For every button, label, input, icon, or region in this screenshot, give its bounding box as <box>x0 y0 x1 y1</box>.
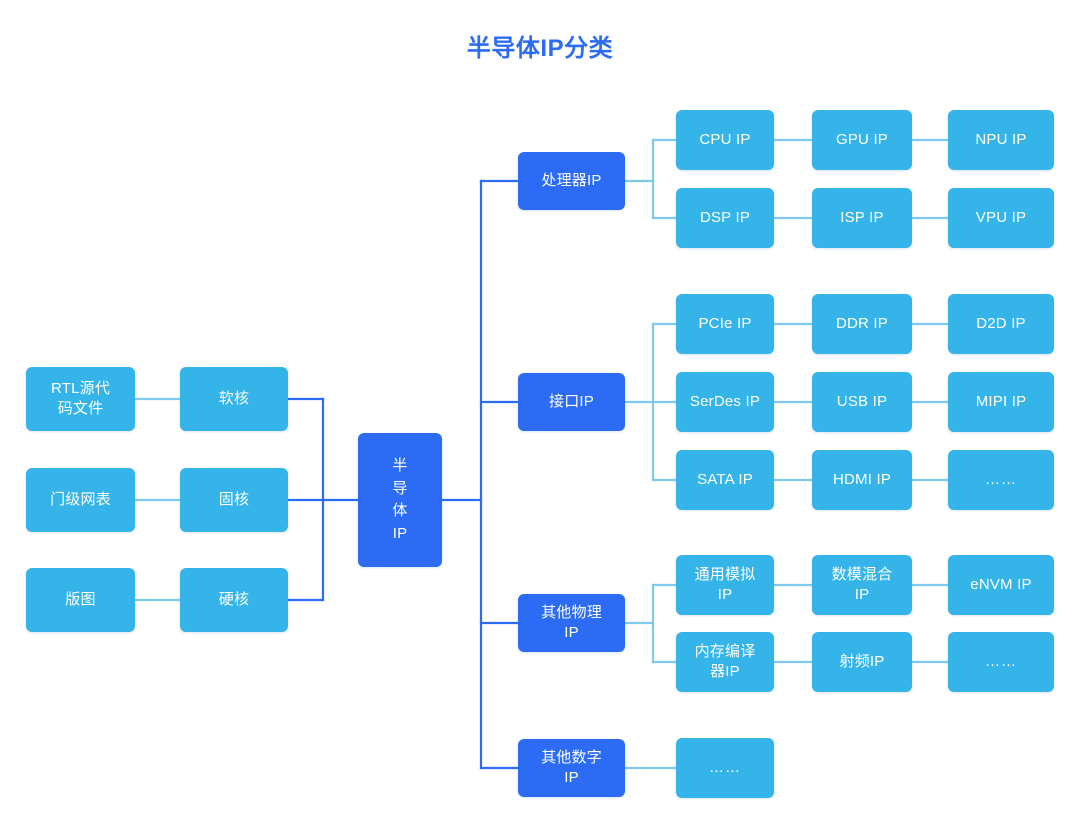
leaf-node-ddr-ip[interactable]: DDR IP <box>812 294 912 354</box>
source-node-rtl[interactable]: RTL源代 码文件 <box>26 367 135 431</box>
leaf-node-envm-ip[interactable]: eNVM IP <box>948 555 1054 615</box>
leaf-node-sata-ip[interactable]: SATA IP <box>676 450 774 510</box>
leaf-node-vpu-ip[interactable]: VPU IP <box>948 188 1054 248</box>
category-node-interface-ip[interactable]: 接口IP <box>518 373 625 431</box>
leaf-node-hdmi-ip[interactable]: HDMI IP <box>812 450 912 510</box>
leaf-node-npu-ip[interactable]: NPU IP <box>948 110 1054 170</box>
leaf-node-mipi-ip[interactable]: MIPI IP <box>948 372 1054 432</box>
leaf-node-interface-more[interactable]: …… <box>948 450 1054 510</box>
source-node-layout[interactable]: 版图 <box>26 568 135 632</box>
leaf-node-dsp-ip[interactable]: DSP IP <box>676 188 774 248</box>
leaf-node-mixed-signal-ip[interactable]: 数模混合 IP <box>812 555 912 615</box>
leaf-node-general-analog-ip[interactable]: 通用模拟 IP <box>676 555 774 615</box>
leaf-node-d2d-ip[interactable]: D2D IP <box>948 294 1054 354</box>
leaf-node-rf-ip[interactable]: 射频IP <box>812 632 912 692</box>
leaf-node-digital-more[interactable]: …… <box>676 738 774 798</box>
leaf-node-physical-more[interactable]: …… <box>948 632 1054 692</box>
category-node-processor-ip[interactable]: 处理器IP <box>518 152 625 210</box>
source-node-netlist[interactable]: 门级网表 <box>26 468 135 532</box>
leaf-node-memory-compiler-ip[interactable]: 内存编译 器IP <box>676 632 774 692</box>
category-node-other-digital-ip[interactable]: 其他数字 IP <box>518 739 625 797</box>
page-title: 半导体IP分类 <box>466 35 614 62</box>
leaf-node-serdes-ip[interactable]: SerDes IP <box>676 372 774 432</box>
leaf-node-isp-ip[interactable]: ISP IP <box>812 188 912 248</box>
leaf-node-pcie-ip[interactable]: PCIe IP <box>676 294 774 354</box>
core-node-hard[interactable]: 硬核 <box>180 568 288 632</box>
leaf-node-cpu-ip[interactable]: CPU IP <box>676 110 774 170</box>
core-node-firm[interactable]: 固核 <box>180 468 288 532</box>
leaf-node-gpu-ip[interactable]: GPU IP <box>812 110 912 170</box>
leaf-node-usb-ip[interactable]: USB IP <box>812 372 912 432</box>
core-node-soft[interactable]: 软核 <box>180 367 288 431</box>
category-node-other-physical-ip[interactable]: 其他物理 IP <box>518 594 625 652</box>
root-node-semiconductor-ip[interactable]: 半 导 体 IP <box>358 433 442 567</box>
